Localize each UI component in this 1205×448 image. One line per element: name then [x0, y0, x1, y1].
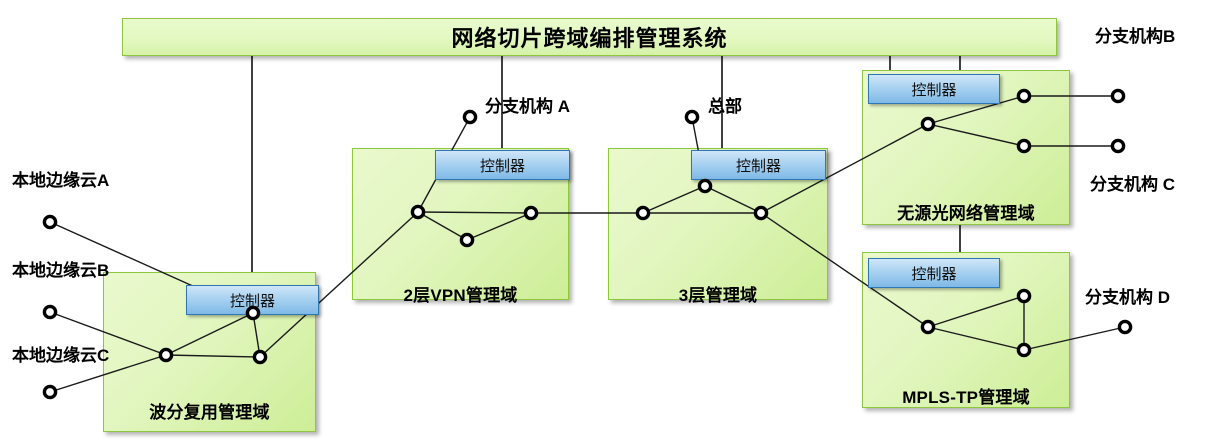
edge-pon-ring-2 — [927, 123, 1025, 147]
edge-l2vpn-ring-1 — [417, 211, 468, 241]
node-branch-b-node[interactable] — [1110, 88, 1126, 104]
system-title-banner: 网络切片跨域编排管理系统 — [122, 18, 1057, 56]
controller-l2vpn[interactable]: 控制器 — [435, 150, 570, 180]
node-ring-icon — [1016, 138, 1032, 154]
label-edge-cloud-b: 本地边缘云B — [12, 261, 110, 280]
node-ring-icon — [920, 319, 936, 335]
node-l3-2[interactable] — [697, 178, 713, 194]
node-wdm-3[interactable] — [252, 349, 268, 365]
node-ring-icon — [1117, 319, 1133, 335]
system-title-text: 网络切片跨域编排管理系统 — [451, 26, 728, 51]
node-wdm-2[interactable] — [158, 347, 174, 363]
label-headquarters: 总部 — [708, 97, 742, 116]
domain-label-wdm: 波分复用管理域 — [149, 403, 270, 422]
node-branch-d-node[interactable] — [1117, 319, 1133, 335]
domain-label-pon: 无源光网络管理域 — [897, 204, 1035, 223]
node-mplstp-1[interactable] — [920, 319, 936, 335]
node-ring-icon — [42, 214, 58, 230]
node-ring-icon — [158, 347, 174, 363]
node-ring-icon — [459, 232, 475, 248]
edge-mplstp-ring-2 — [927, 326, 1025, 351]
node-ring-icon — [1110, 88, 1126, 104]
edge-wdm-ring-2 — [165, 354, 261, 358]
edge-wdm-to-edge-c — [49, 354, 167, 393]
node-l2vpn-1[interactable] — [410, 204, 426, 220]
node-ring-icon — [523, 205, 539, 221]
node-ring-icon — [410, 204, 426, 220]
node-ring-icon — [252, 349, 268, 365]
label-edge-cloud-c: 本地边缘云C — [12, 346, 110, 365]
node-l2vpn-3[interactable] — [523, 205, 539, 221]
node-edge-cloud-b-node[interactable] — [42, 304, 58, 320]
node-ring-icon — [635, 205, 651, 221]
node-ring-icon — [42, 304, 58, 320]
edge-wdm-ring-3 — [252, 312, 261, 358]
node-ring-icon — [920, 116, 936, 132]
edge-wdm-to-l2vpn — [259, 211, 419, 358]
label-branch-c: 分支机构 C — [1090, 175, 1175, 194]
node-l3-1[interactable] — [635, 205, 651, 221]
node-ring-icon — [1016, 342, 1032, 358]
label-branch-b: 分支机构B — [1095, 27, 1176, 46]
edge-l3-to-mplstp — [760, 212, 929, 328]
controller-label-l2vpn: 控制器 — [479, 157, 525, 175]
controller-pon[interactable]: 控制器 — [868, 74, 1000, 104]
controller-label-l3: 控制器 — [735, 157, 781, 175]
controller-label-pon: 控制器 — [911, 81, 957, 99]
node-mplstp-2[interactable] — [1016, 288, 1032, 304]
node-ring-icon — [697, 178, 713, 194]
edge-pon-ring-1 — [927, 95, 1025, 125]
node-ring-icon — [1110, 138, 1126, 154]
node-pon-3[interactable] — [1016, 138, 1032, 154]
controller-mplstp[interactable]: 控制器 — [868, 258, 1000, 288]
node-pon-1[interactable] — [920, 116, 936, 132]
node-mplstp-3[interactable] — [1016, 342, 1032, 358]
node-ring-icon — [42, 384, 58, 400]
controller-label-mplstp: 控制器 — [911, 265, 957, 283]
node-l2vpn-2[interactable] — [459, 232, 475, 248]
edge-mplstp-to-branch-d — [1023, 326, 1126, 351]
node-wdm-1[interactable] — [245, 305, 261, 321]
node-headquarters-node[interactable] — [684, 109, 700, 125]
node-ring-icon — [245, 305, 261, 321]
node-ring-icon — [1016, 88, 1032, 104]
edge-wdm-to-edge-b — [49, 311, 167, 356]
domain-label-mplstp: MPLS-TP管理域 — [902, 388, 1030, 407]
edge-l3-ring-1 — [642, 185, 706, 214]
label-branch-d: 分支机构 D — [1085, 288, 1170, 307]
domain-label-l2vpn: 2层VPN管理域 — [403, 286, 518, 305]
controller-label-wdm: 控制器 — [229, 292, 275, 310]
node-l3-3[interactable] — [753, 205, 769, 221]
edge-mplstp-ring-1 — [927, 295, 1025, 328]
edge-l3-to-pon — [760, 123, 929, 214]
node-branch-c-node[interactable] — [1110, 138, 1126, 154]
edge-wdm-ring-1 — [165, 312, 254, 356]
controller-l3[interactable]: 控制器 — [691, 150, 826, 180]
node-edge-cloud-a-node[interactable] — [42, 214, 58, 230]
node-ring-icon — [462, 109, 478, 125]
node-branch-a-node[interactable] — [462, 109, 478, 125]
domain-label-l3: 3层管理域 — [678, 286, 758, 305]
node-ring-icon — [1016, 288, 1032, 304]
edge-l2vpn-ring-2 — [466, 212, 532, 241]
node-edge-cloud-c-node[interactable] — [42, 384, 58, 400]
edge-l2vpn-ring-3 — [417, 211, 532, 214]
label-edge-cloud-a: 本地边缘云A — [12, 171, 110, 190]
node-pon-2[interactable] — [1016, 88, 1032, 104]
node-ring-icon — [684, 109, 700, 125]
label-branch-a: 分支机构 A — [485, 97, 570, 116]
node-ring-icon — [753, 205, 769, 221]
edge-l3-ring-2 — [704, 185, 762, 214]
